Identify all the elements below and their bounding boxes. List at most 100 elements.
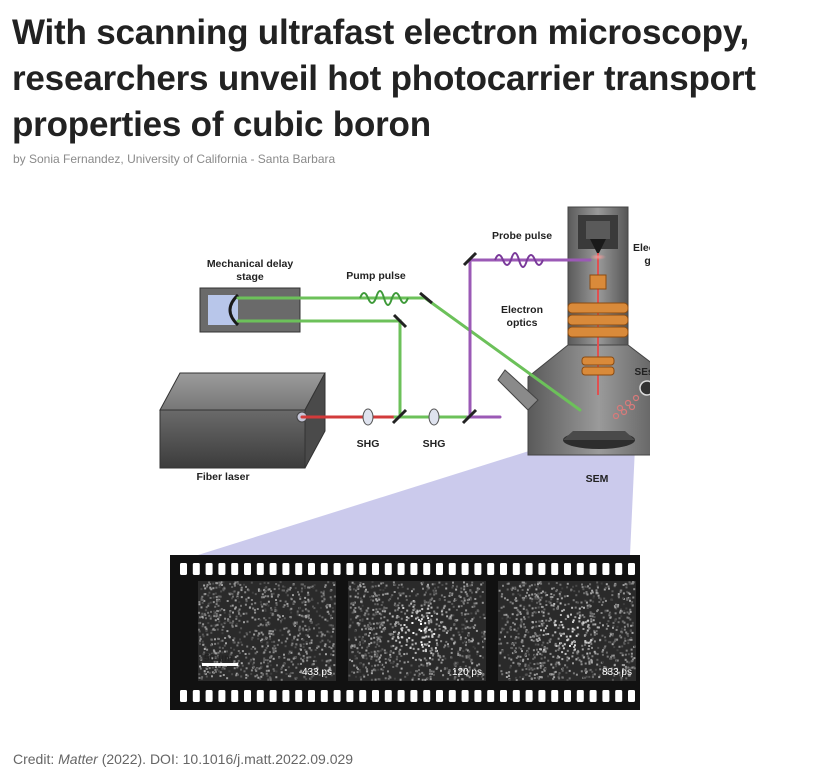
sprocket-hole: [205, 690, 213, 702]
sprocket-hole: [461, 690, 469, 702]
electron-gun: [578, 215, 618, 395]
label-electron-gun-1: Electron: [633, 242, 650, 254]
sprocket-hole: [320, 690, 328, 702]
sprocket-hole: [512, 690, 520, 702]
label-shg-2: SHG: [423, 438, 446, 450]
sprocket-hole: [448, 563, 456, 575]
sprocket-hole: [244, 563, 251, 575]
sprocket-hole: [384, 690, 392, 702]
sprocket-hole: [346, 690, 354, 702]
sprocket-hole: [308, 563, 315, 575]
sprocket-hole: [256, 690, 264, 702]
sprocket-hole: [628, 690, 635, 702]
sum-setup-figure: Mechanical delay stage Pump pulse Probe …: [159, 206, 650, 710]
sprocket-hole: [308, 690, 315, 702]
sprocket-holes: [180, 563, 635, 702]
sprocket-hole: [525, 563, 533, 575]
sprocket-hole: [423, 563, 431, 575]
pump-pulse-wave: [359, 290, 409, 306]
label-electron-optics-2: optics: [507, 317, 538, 329]
sprocket-hole: [602, 563, 610, 575]
sprocket-hole: [333, 563, 341, 575]
projection-cone: [198, 440, 635, 555]
sprocket-hole: [538, 690, 546, 702]
label-probe-pulse: Probe pulse: [492, 230, 552, 242]
label-pump-pulse: Pump pulse: [346, 270, 406, 282]
sprocket-hole: [487, 690, 495, 702]
sprocket-hole: [205, 563, 213, 575]
sprocket-hole: [474, 690, 482, 702]
sprocket-hole: [244, 690, 251, 702]
fiber-laser: [159, 372, 326, 469]
scale-bar: [202, 663, 238, 666]
label-electron-gun-2: gun: [644, 255, 650, 267]
label-delay-stage-2: stage: [236, 271, 264, 283]
sprocket-hole: [474, 563, 482, 575]
sprocket-hole: [192, 563, 200, 575]
sprocket-hole: [448, 690, 456, 702]
article-headline: With scanning ultrafast electron microsc…: [12, 13, 756, 144]
sprocket-hole: [372, 563, 379, 575]
sprocket-hole: [282, 690, 290, 702]
electron-optics: [567, 274, 629, 376]
sprocket-hole: [576, 563, 584, 575]
label-fiber-laser: Fiber laser: [196, 471, 249, 483]
sprocket-hole: [282, 563, 290, 575]
frame-time-label: 120 ps: [452, 667, 482, 678]
sprocket-hole: [576, 690, 584, 702]
sprocket-hole: [538, 563, 546, 575]
frame-time-label: -433 ps: [299, 667, 332, 678]
label-sem: SEM: [586, 473, 609, 485]
sprocket-hole: [269, 690, 277, 702]
film-frames: -433 ps 120 ps 833 ps: [198, 581, 636, 681]
sprocket-hole: [180, 690, 187, 702]
sprocket-hole: [461, 563, 469, 575]
sprocket-hole: [602, 690, 610, 702]
sprocket-hole: [295, 690, 303, 702]
sprocket-hole: [615, 690, 623, 702]
film-frame: 120 ps: [348, 581, 486, 681]
sprocket-hole: [589, 690, 597, 702]
sprocket-hole: [525, 690, 533, 702]
sprocket-hole: [295, 563, 303, 575]
image-credit: Credit: Matter (2022). DOI: 10.1016/j.ma…: [13, 751, 353, 767]
sprocket-hole: [423, 690, 431, 702]
sprocket-hole: [384, 563, 392, 575]
sprocket-hole: [231, 563, 239, 575]
sprocket-hole: [564, 563, 571, 575]
sprocket-hole: [589, 563, 597, 575]
sprocket-hole: [180, 563, 187, 575]
label-delay-stage-1: Mechanical delay: [207, 258, 294, 270]
label-ses: SEs: [635, 367, 650, 378]
sprocket-hole: [397, 563, 405, 575]
credit-prefix: Credit:: [13, 751, 59, 767]
sprocket-hole: [269, 563, 277, 575]
sprocket-hole: [512, 563, 520, 575]
delay-stage: [199, 287, 301, 333]
credit-suffix: (2022). DOI: 10.1016/j.matt.2022.09.029: [97, 751, 354, 767]
sprocket-hole: [436, 690, 443, 702]
sprocket-hole: [256, 563, 264, 575]
credit-journal: Matter: [58, 751, 98, 767]
sprocket-hole: [551, 690, 559, 702]
sprocket-hole: [192, 690, 200, 702]
mirrors: [391, 251, 478, 425]
sprocket-hole: [551, 563, 559, 575]
sprocket-hole: [372, 690, 379, 702]
film-frame: 833 ps: [498, 581, 636, 681]
label-shg-1: SHG: [357, 438, 380, 450]
sprocket-hole: [615, 563, 623, 575]
sprocket-hole: [410, 690, 418, 702]
sprocket-hole: [628, 563, 635, 575]
sprocket-hole: [500, 690, 507, 702]
shg-crystals: [362, 408, 440, 426]
frame-time-label: 833 ps: [602, 667, 632, 678]
sprocket-hole: [436, 563, 443, 575]
sprocket-hole: [564, 690, 571, 702]
sprocket-hole: [487, 563, 495, 575]
sprocket-hole: [500, 563, 507, 575]
label-electron-optics-1: Electron: [501, 304, 543, 316]
sprocket-hole: [359, 690, 367, 702]
article-byline: by Sonia Fernandez, University of Califo…: [13, 152, 336, 166]
